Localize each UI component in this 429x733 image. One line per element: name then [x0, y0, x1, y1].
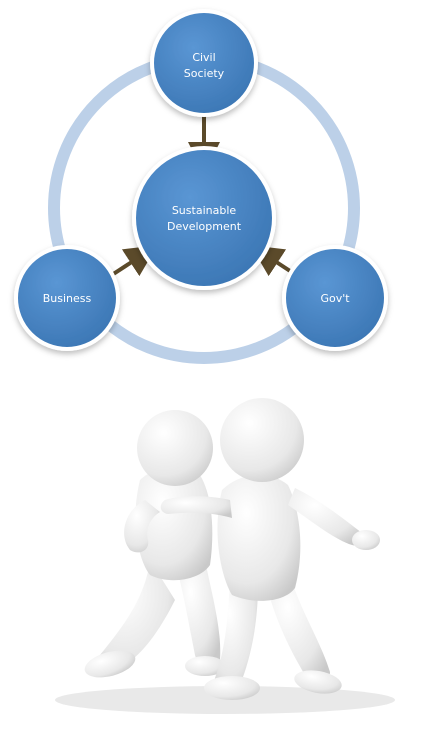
node-business: Business — [14, 245, 120, 351]
node-govt: Gov't — [282, 245, 388, 351]
node-civil-society: Civil Society — [150, 9, 258, 117]
govt-label: Gov't — [320, 292, 350, 305]
civil-label-line2: Society — [184, 67, 225, 80]
figure-right — [160, 398, 380, 700]
two-figures-walking-icon — [55, 398, 395, 714]
business-label: Business — [43, 292, 92, 305]
center-node: Sustainable Development — [132, 146, 276, 290]
figure-left — [84, 410, 225, 678]
center-label-line2: Development — [167, 220, 242, 233]
center-label-line1: Sustainable — [172, 204, 237, 217]
civil-label-line1: Civil — [192, 51, 215, 64]
